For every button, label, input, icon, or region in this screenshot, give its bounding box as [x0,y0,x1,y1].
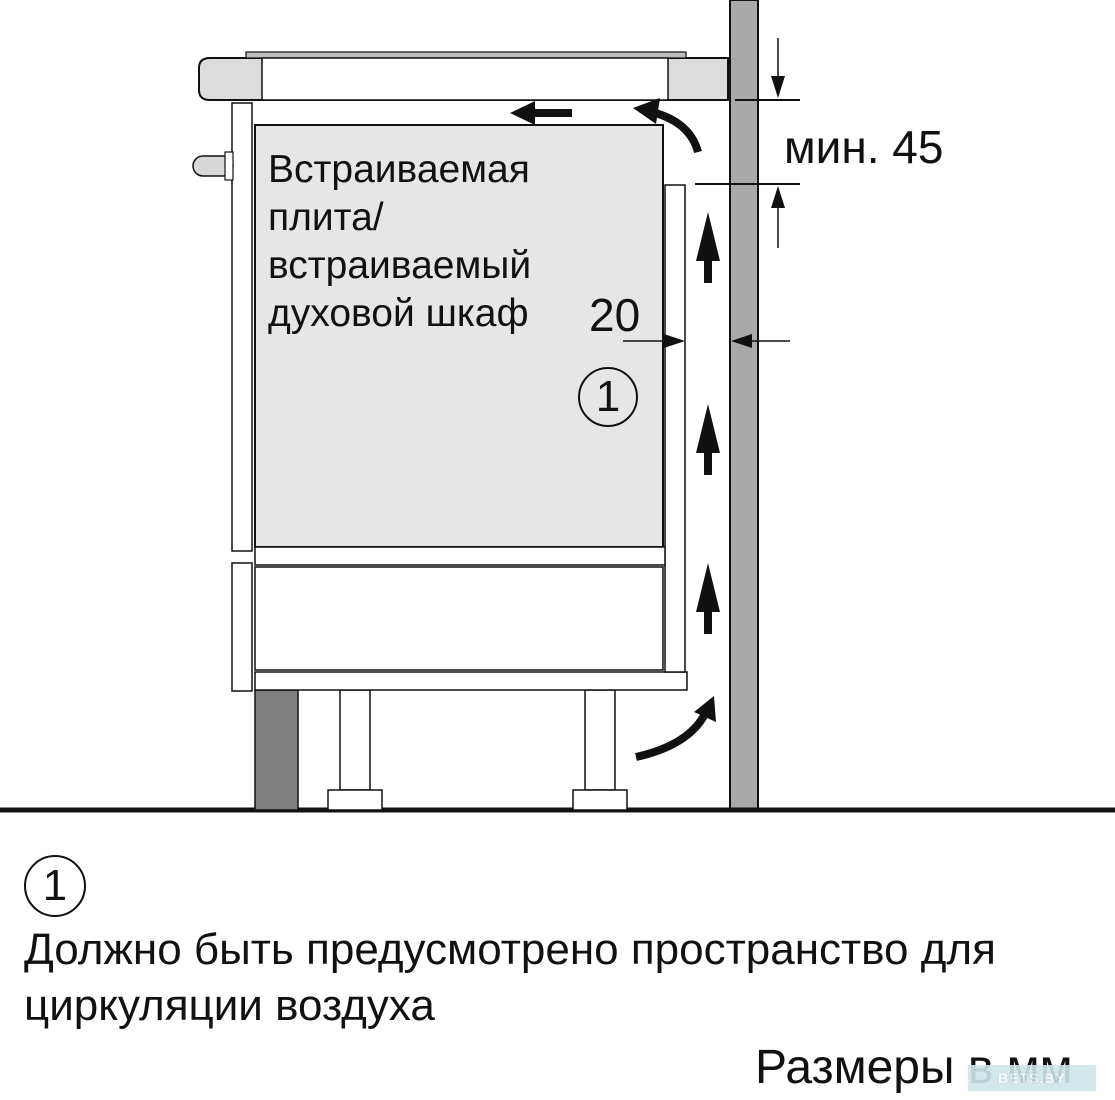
front-panel-lower [231,562,253,692]
wall [729,0,759,811]
top-gap-dimension [695,38,800,248]
cooktop [245,51,687,101]
airflow-arrow-up [696,404,720,475]
cabinet-back-panel [664,184,686,673]
airflow-arrow-left [510,101,572,125]
airflow-arrow-up [696,563,720,634]
side-gap-dimension [623,334,790,348]
airflow-arrow-up [696,212,720,283]
airflow-arrow-curved-bottom [635,710,710,761]
appliance-label: Встраиваемая плита/ встраиваемый духовой… [268,148,532,335]
cabinet-bottom-shelf [254,671,688,691]
airflow-arrow-curved-top-head [633,98,660,124]
airflow-arrow-curved-bottom-head [694,696,716,722]
front-panel-upper [231,102,253,552]
drawer [254,566,664,671]
callout-marker: 1 [578,367,638,427]
oven-body [254,124,664,548]
watermark: BETS.BY [968,1065,1096,1091]
top-gap-label: мин. 45 [784,121,944,173]
cabinet-middle-shelf [254,546,666,566]
legend-text: Должно быть предусмотрено пространство д… [24,925,996,1030]
cabinet-leg-left [327,689,383,811]
airflow-arrow-curved-top [650,108,702,154]
oven-handle [192,151,234,181]
cabinet-leg-right [572,689,628,811]
side-gap-label: 20 [589,289,641,341]
plinth [254,689,299,811]
legend-marker: 1 [24,855,86,917]
airflow-arrows [510,98,720,761]
